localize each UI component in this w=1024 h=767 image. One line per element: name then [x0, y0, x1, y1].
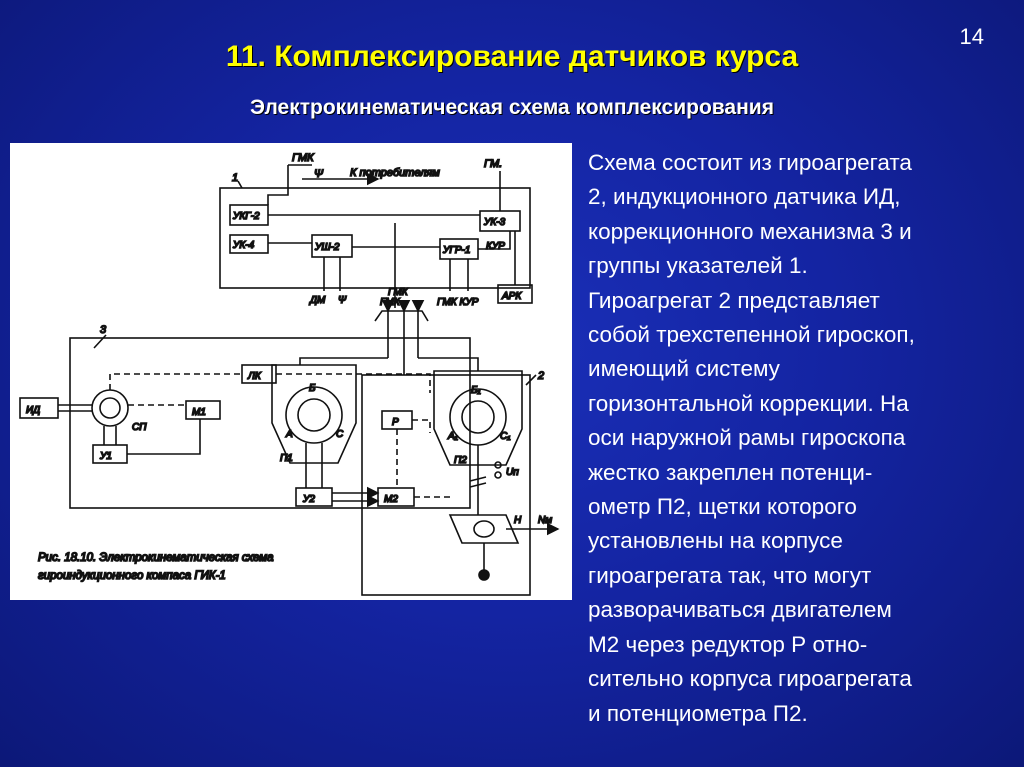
label-ugr1: УГР-1: [442, 245, 470, 256]
label-gmk-mid: ГМК: [388, 287, 409, 298]
axis-hatch-2: [469, 482, 487, 488]
label-b-left: Б: [309, 383, 316, 394]
gyro-pendulum: [478, 569, 490, 581]
gyro-right-outer: [449, 388, 507, 446]
label-a-right: А₁: [447, 431, 458, 442]
correction-frame: [69, 337, 471, 509]
body-line: Схема состоит из гироагрегата: [588, 150, 912, 175]
gyro-unit-frame: [361, 374, 531, 596]
line-reducer-gyro: [412, 419, 431, 433]
label-to-consumers: К потребителям: [350, 167, 440, 179]
gyro-left-outer: [285, 386, 343, 444]
body-line: собой трехстепенной гироскоп,: [588, 322, 915, 348]
line-u1-m1: [127, 419, 201, 455]
label-gmk-top: ГМК: [292, 152, 314, 164]
block-m1: [185, 400, 221, 420]
sensor-sp-outer: [91, 389, 129, 427]
label-m2: М2: [384, 494, 398, 505]
body-line: оси наружной рамы гироскопа: [588, 425, 906, 451]
body-line: имеющий систему: [588, 356, 780, 382]
diagram-panel: 1 УКГ-2 УК-4 УШ-2 УГР-1 УК-3 КУР АРК ГМК…: [10, 143, 572, 600]
slide-subtitle: Электрокинематическая схема комплексиров…: [250, 96, 774, 119]
label-c-left: С: [336, 429, 344, 440]
schematic-diagram: 1 УКГ-2 УК-4 УШ-2 УГР-1 УК-3 КУР АРК ГМК…: [19, 151, 560, 596]
label-sp: СП: [132, 422, 147, 433]
label-u-p: Uп: [506, 467, 519, 478]
indicator-group-frame: [219, 187, 531, 289]
label-p2: П2: [454, 455, 467, 466]
label-group1: 1: [232, 172, 238, 184]
line-lk-dashed-right: [276, 373, 431, 393]
label-gmk-bottom: ГМК: [380, 297, 401, 308]
block-ush2: [311, 234, 353, 258]
label-c-right: С₁: [500, 431, 510, 442]
body-line: группы указателей 1.: [588, 253, 808, 279]
label-dm: ДМ: [309, 295, 326, 306]
label-m1: М1: [192, 407, 206, 418]
group3-leader: [93, 334, 107, 349]
caption-line2: гироиндукционного компаса ГИК-1: [38, 570, 226, 582]
body-text: Схема состоит из гироагрегата 2, индукци…: [588, 146, 1008, 731]
label-ush2: УШ-2: [314, 242, 340, 253]
body-line: установлены на корпусе: [588, 528, 843, 554]
label-lk: ЛК: [247, 371, 262, 382]
label-gmk-kur: ГМК КУР: [437, 297, 479, 308]
label-psi-bottom: Ψ: [338, 295, 347, 306]
slide-number: 14: [959, 24, 984, 49]
label-id: ИД: [26, 405, 40, 416]
label-h: Н: [514, 515, 522, 526]
gyro-left-inner: [297, 398, 331, 432]
label-n-m: Nм: [538, 515, 552, 526]
group2-leader: [525, 374, 537, 386]
label-psi-top: Ψ: [314, 168, 324, 180]
body-line: жестко закреплен потенци-: [588, 459, 873, 485]
label-ukg2: УКГ-2: [232, 211, 260, 222]
label-group2: 2: [537, 370, 544, 382]
gmk-bus: [374, 310, 429, 322]
gyro-rotor: [473, 520, 495, 538]
label-u1: У1: [99, 451, 112, 462]
gyro-housing-right: [433, 370, 523, 466]
sensor-sp-inner: [99, 397, 121, 419]
label-kur-right: КУР: [486, 241, 505, 252]
line-ugr-uk3: [478, 231, 511, 250]
axis-hatch-1: [469, 476, 487, 482]
body-line: ометр П2, щетки которого: [588, 494, 857, 520]
terminal-up-1: [494, 461, 502, 469]
block-id: [19, 397, 59, 419]
label-uk4: УК-4: [232, 240, 255, 251]
slide-title: 11. Комплексирование датчиков курса: [225, 40, 799, 73]
gyro-housing-left: [271, 364, 357, 464]
label-uk3: УК-3: [483, 217, 506, 228]
label-p1: П1: [280, 453, 293, 464]
label-group3: 3: [100, 324, 107, 336]
label-gm: ГМ.: [484, 158, 502, 170]
body-line: Гироагрегат 2 представляет: [588, 287, 880, 313]
line-bus-right-gyro: [418, 357, 479, 371]
body-line: 2, индукционного датчика ИД,: [588, 184, 901, 210]
label-u2: У2: [302, 494, 315, 505]
block-u2: [295, 487, 333, 507]
gyro-right-inner: [461, 400, 495, 434]
line-bus-left-gyro: [299, 357, 388, 365]
caption-line1: Рис. 18.10. Электрокинематическая схема: [38, 552, 274, 564]
group1-leader: [237, 180, 243, 189]
body-line: коррекционного механизма 3 и: [588, 218, 912, 244]
body-line: сительно корпуса гироагрегата: [588, 666, 912, 692]
body-line: горизонтальной коррекции. На: [588, 390, 909, 416]
line-lk-dashed-left: [109, 373, 242, 390]
body-line: и потенциометра П2.: [588, 700, 808, 726]
block-uk4: [229, 234, 269, 254]
body-line: разворачиваться двигателем: [588, 597, 892, 623]
label-a-left: А: [285, 429, 293, 440]
gyro-rotor-plate: [448, 514, 520, 544]
body-line: гироагрегата так, что могут: [588, 562, 872, 588]
line-gmk-top: [267, 165, 289, 205]
terminal-up-2: [494, 471, 502, 479]
label-b-right: Б₁: [471, 385, 481, 396]
label-reducer: Р: [392, 417, 399, 428]
label-ark: АРК: [501, 291, 522, 302]
body-line: М2 через редуктор Р отно-: [588, 631, 868, 657]
